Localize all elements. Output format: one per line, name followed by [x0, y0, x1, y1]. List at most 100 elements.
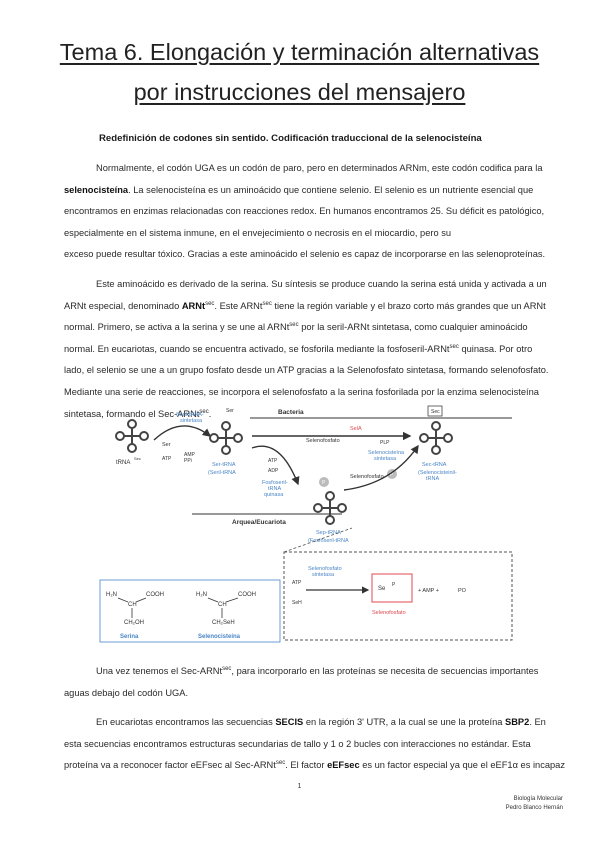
fig-bond: [207, 597, 219, 603]
fig-arrow: [153, 425, 212, 441]
p2-text: .: [208, 408, 212, 419]
trna-icon: [313, 491, 347, 525]
p4-text: en la región 3' UTR, a la cual se une la…: [303, 717, 506, 727]
fig-seryl-synth-l2: sintetasa: [180, 418, 203, 424]
trna-icon: [209, 421, 243, 455]
fig-bond: [225, 597, 239, 603]
p3-text: Una vez tenemos el Sec-ARNt: [96, 666, 223, 676]
bold-secis: SECIS: [275, 717, 304, 727]
fig-selenofosfato-label: Selenofosfato: [372, 610, 406, 616]
fig-atp-3: ATP: [292, 580, 302, 586]
p2-text: quinasa. Por otro: [458, 343, 533, 354]
fig-se: Se: [378, 586, 386, 592]
fig-bond: [135, 597, 147, 603]
fig-arrow: [251, 445, 300, 486]
fig-sec-trna: Sec-tRNA: [422, 462, 447, 468]
p4-line-2: esta secuencias encontramos estructuras …: [64, 738, 531, 749]
fig-ppi: PPi: [184, 458, 192, 464]
fig-dashed-box: [283, 551, 513, 641]
fig-ser-trna-sub: (Seril-tRNA: [208, 470, 236, 476]
page-title-line-1: Tema 6. Elongación y terminación alterna…: [59, 39, 540, 65]
p1-line-3: encontramos en enzimas relacionadas con …: [64, 206, 545, 217]
p4-text: En eucariotas encontramos las secuencias: [96, 717, 276, 727]
p2-line-6: Mediante una serie de reacciones, se inc…: [64, 386, 539, 397]
p4-text: . El factor: [285, 760, 328, 771]
fig-sec-top: Sec: [431, 409, 440, 415]
fig-cooh-2: COOH: [238, 592, 256, 598]
fig-sec-box: [427, 405, 443, 417]
fig-phosphate-icon: [319, 477, 329, 487]
p2-text: . Este ARNt: [214, 300, 263, 311]
fig-sec-trna-sub: (Selenocisteinil- tRNA: [418, 470, 458, 482]
fig-sela: SelA: [350, 426, 362, 432]
fig-amp2: + AMP +: [418, 588, 439, 594]
fig-arrow: [343, 444, 419, 491]
p2-line-2: ARNt especial, denominado ARNtsec. Este …: [64, 296, 546, 318]
fig-trna-label: tRNA: [116, 460, 130, 466]
fig-kinase-l3: quinasa: [264, 492, 284, 498]
p2-text: por la seril-ARNt sintetasa, como cualqu…: [298, 322, 528, 333]
paragraph-3: Una vez tenemos el Sec-ARNtsec, para inc…: [64, 661, 538, 704]
fig-selenocys-l1: Selenocisteína: [368, 450, 405, 456]
footer-author: Pedro Blanco Hernán: [505, 805, 563, 811]
bold-eefsec: eEFsec: [327, 760, 360, 771]
fig-ch2seh: CH₂SeH: [212, 620, 235, 626]
fig-seryl-synth-l1: Seril-tRNA-: [176, 412, 204, 418]
p3-line-1: Una vez tenemos el Sec-ARNtsec, para inc…: [64, 661, 538, 683]
fig-ser-top: Ser: [226, 408, 234, 414]
paragraph-1: Normalmente, el codón UGA es un codón de…: [64, 158, 546, 266]
fig-sep-trna-sub: (Fosfoseril-tRNA: [308, 538, 349, 544]
p1-line-2-text: . La selenocisteína es un aminoácido que…: [128, 184, 534, 195]
sup-sec: sec: [289, 322, 299, 329]
fig-cooh-1: COOH: [146, 592, 164, 598]
fig-selenofosfato-box: [371, 573, 413, 603]
fig-h2n-1: H₂N: [106, 592, 117, 598]
fig-adp: ADP: [268, 468, 279, 474]
fig-sec-trna-sub-l2: tRNA: [426, 476, 439, 482]
fig-bond: [117, 597, 129, 603]
bold-selenocisteina: selenocisteína: [64, 184, 129, 195]
p1-line-2: selenocisteína. La selenocisteína es un …: [64, 180, 538, 202]
sup-sec: sec: [275, 760, 286, 767]
p2-text: normal. En eucariotas, cuando se encuent…: [64, 343, 450, 354]
fig-structures-box: [99, 579, 281, 643]
fig-ser-trna: Ser-tRNA: [212, 462, 236, 468]
fig-kinase-l1: Fosfoseril-: [262, 480, 288, 486]
fig-seryl-synth: Seril-tRNA- sintetasa: [176, 412, 205, 424]
sup-sec: sec: [449, 343, 459, 350]
fig-kinase-l2: tRNA: [268, 486, 281, 492]
fig-serina: Serina: [120, 634, 139, 640]
fig-p: P: [322, 480, 326, 486]
fig-atp-2: ATP: [268, 458, 278, 464]
p2-line-7: sintetasa, formando el Sec-ARNtsec.: [64, 404, 538, 426]
fig-ch-2: CH: [218, 602, 227, 608]
p4-text: . En: [529, 717, 546, 727]
p3-line-2: aguas debajo del codón UGA.: [64, 687, 189, 698]
fig-selenofosfato-top: Selenofosfato: [306, 438, 340, 444]
p4-line-1: En eucariotas encontramos las secuencias…: [64, 712, 546, 734]
fig-selenocisteina: Selenocisteína: [198, 634, 241, 640]
fig-dashed-connector: [283, 527, 353, 553]
paragraph-2: Este aminoácido es derivado de la serina…: [64, 274, 549, 426]
fig-po4: PO: [458, 588, 467, 594]
fig-p-3: P: [392, 582, 396, 588]
fig-kinase: Fosfoseril- tRNA quinasa: [262, 480, 289, 498]
fig-ser: Ser: [162, 442, 171, 448]
fig-selenofosfato-mid: Selenofosfato: [350, 474, 384, 480]
p2-line-5: lado, el selenio se une a un grupo fosfa…: [64, 365, 549, 376]
fig-sfs-l2: sintetasa: [312, 572, 335, 578]
trna-icon: [419, 421, 453, 455]
p1-line-5: exceso puede resultar tóxico. Gracias a …: [64, 249, 546, 260]
fig-atp: ATP: [162, 456, 172, 462]
selenocysteine-pathway-figure: tRNA Sec Ser ATP AMP PPi Seril-tRNA- sin…: [99, 405, 513, 643]
p2-line-4: normal. En eucariotas, cuando se encuent…: [64, 339, 538, 361]
fig-arquea: Arquea/Eucariota: [232, 519, 286, 526]
sup-sec: sec: [199, 408, 209, 415]
fig-amp: AMP: [184, 452, 196, 458]
section-subtitle: Redefinición de codones sin sentido. Cod…: [99, 133, 482, 144]
p2-text: sintetasa, formando el Sec-ARNt: [64, 408, 200, 419]
fig-h2n-2: H₂N: [196, 592, 207, 598]
p2-text: tiene la región variable y el brazo cort…: [271, 300, 546, 311]
p1-line-4: especialmente en el sistema inmune, en e…: [64, 227, 452, 238]
sup-sec: sec: [205, 300, 215, 307]
